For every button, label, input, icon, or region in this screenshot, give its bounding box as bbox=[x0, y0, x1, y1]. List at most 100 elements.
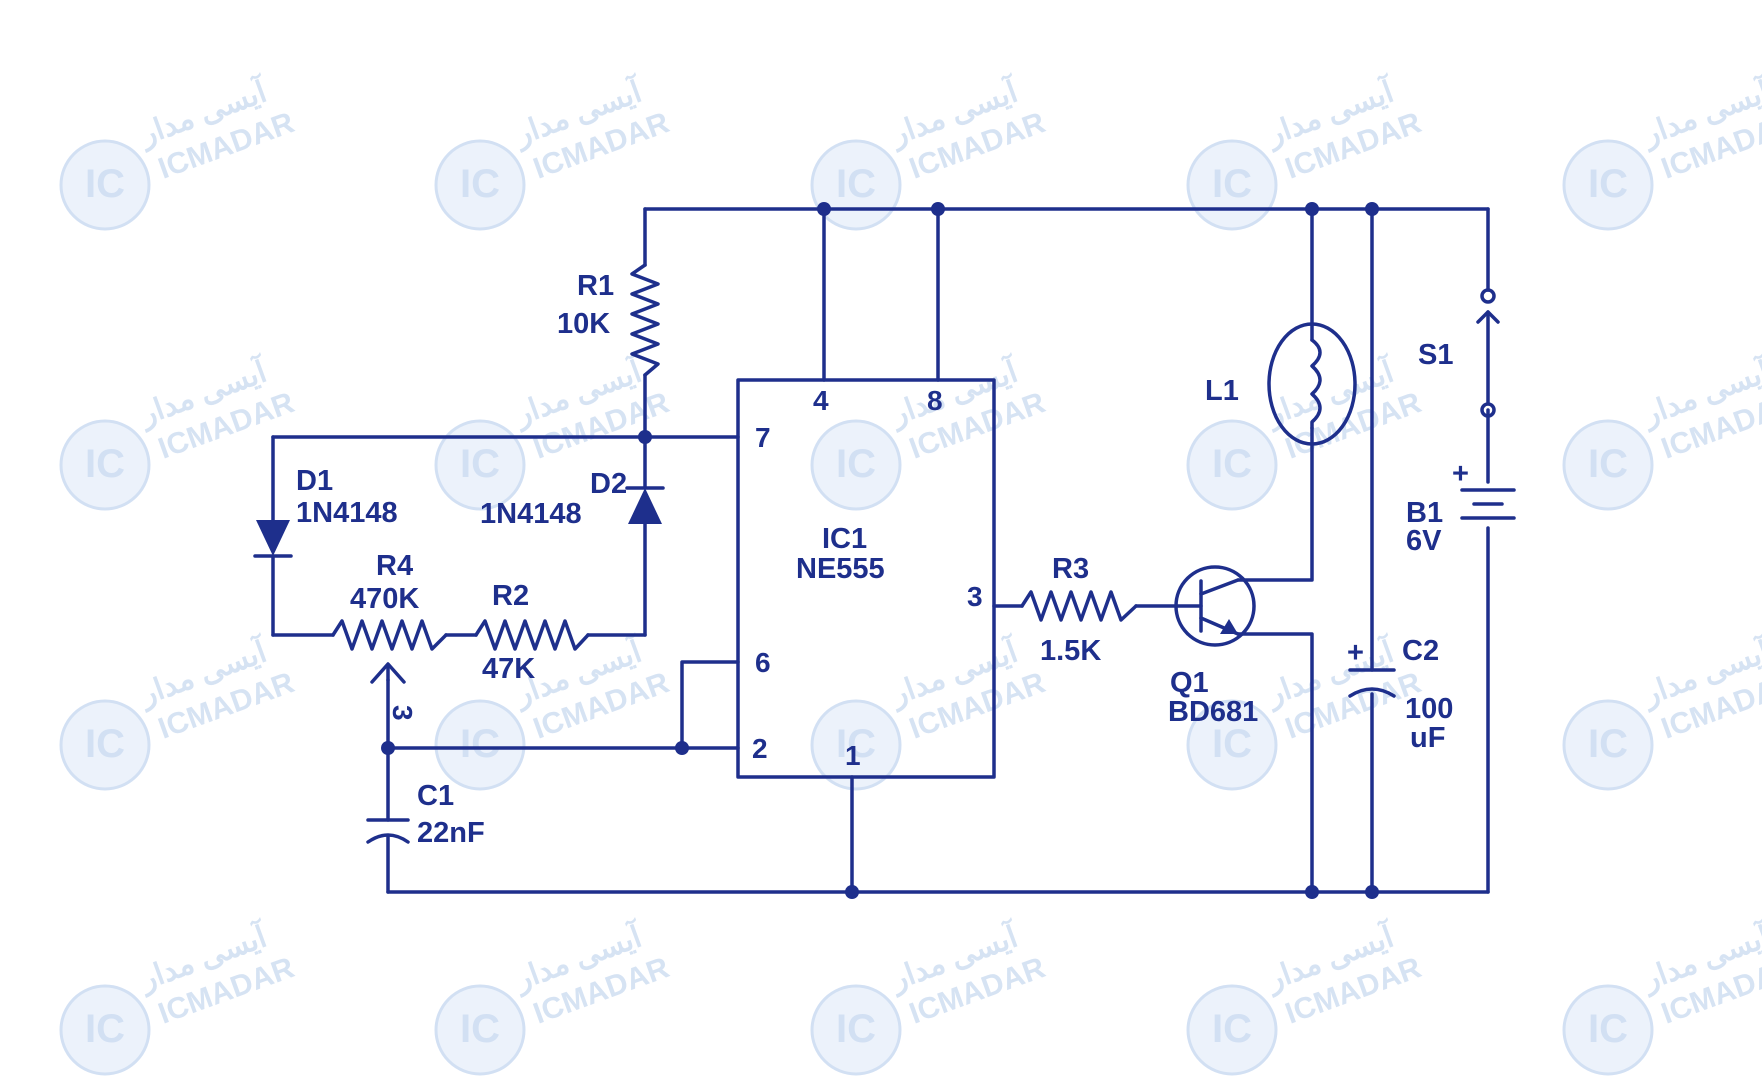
junction-dot bbox=[931, 202, 945, 216]
r4-ref: R4 bbox=[376, 550, 413, 582]
r3-value: 1.5K bbox=[1040, 635, 1101, 667]
svg-text:IC: IC bbox=[1212, 162, 1252, 206]
svg-text:IC: IC bbox=[85, 442, 125, 486]
r3-ref: R3 bbox=[1052, 553, 1089, 585]
wire-lamp-collector bbox=[1236, 426, 1314, 582]
ic1-pin-4: 4 bbox=[813, 385, 829, 416]
svg-text:IC: IC bbox=[1588, 722, 1628, 766]
c2-value-number: 100 bbox=[1405, 693, 1453, 725]
b1-battery-symbol bbox=[1460, 488, 1516, 520]
svg-text:IC: IC bbox=[836, 162, 876, 206]
ic1-pin-2: 2 bbox=[752, 733, 768, 764]
r3-resistor-symbol bbox=[1020, 590, 1138, 622]
junction-dot bbox=[817, 202, 831, 216]
wires bbox=[271, 207, 1490, 894]
svg-text:IC: IC bbox=[85, 162, 125, 206]
d1-value: 1N4148 bbox=[296, 497, 398, 529]
d2-value: 1N4148 bbox=[480, 498, 582, 530]
junction-dot bbox=[381, 741, 395, 755]
svg-text:IC: IC bbox=[836, 722, 876, 766]
d1-ref: D1 bbox=[296, 465, 333, 497]
d2-diode-symbol bbox=[625, 486, 665, 524]
q1-value: BD681 bbox=[1168, 696, 1258, 728]
d1-diode-symbol bbox=[253, 520, 293, 558]
c2-polarity: + bbox=[1347, 637, 1364, 669]
junction-dot bbox=[1305, 202, 1319, 216]
b1-value: 6V bbox=[1406, 525, 1442, 557]
r2-value: 47K bbox=[482, 653, 535, 685]
svg-text:IC: IC bbox=[85, 1007, 125, 1051]
svg-text:IC: IC bbox=[460, 162, 500, 206]
ic1-ref: IC1 bbox=[822, 523, 867, 555]
svg-text:IC: IC bbox=[1212, 1007, 1252, 1051]
svg-text:IC: IC bbox=[836, 442, 876, 486]
svg-text:IC: IC bbox=[85, 722, 125, 766]
r4-value: 470K bbox=[350, 583, 419, 615]
b1-polarity: + bbox=[1452, 458, 1469, 490]
junction-dot bbox=[675, 741, 689, 755]
q1-ref: Q1 bbox=[1170, 667, 1209, 699]
junction-dot bbox=[1305, 885, 1319, 899]
c2-capacitor-symbol bbox=[1348, 668, 1396, 698]
r4-potentiometer-symbol bbox=[331, 619, 448, 651]
r2-ref: R2 bbox=[492, 580, 529, 612]
ic1-ne555-body bbox=[736, 378, 996, 779]
r4-wiper-arrow bbox=[370, 662, 406, 684]
c1-capacitor-symbol bbox=[366, 818, 410, 844]
junctions bbox=[381, 202, 1379, 899]
ic1-pin-1: 1 bbox=[845, 740, 861, 771]
svg-text:IC: IC bbox=[1588, 1007, 1628, 1051]
c2-value-unit: uF bbox=[1410, 722, 1445, 754]
wire-emitter bbox=[1236, 632, 1314, 894]
r1-ref: R1 bbox=[577, 270, 614, 302]
l1-ref: L1 bbox=[1205, 375, 1239, 407]
junction-dot bbox=[845, 885, 859, 899]
wire-pin6 bbox=[680, 660, 740, 750]
junction-dot bbox=[1365, 202, 1379, 216]
r1-resistor-symbol bbox=[630, 263, 660, 377]
c1-ref: C1 bbox=[417, 780, 454, 812]
ic1-pin-6: 6 bbox=[755, 647, 771, 678]
svg-text:IC: IC bbox=[1212, 722, 1252, 766]
r4-wiper-label: 3 bbox=[387, 705, 418, 721]
svg-text:IC: IC bbox=[460, 1007, 500, 1051]
c2-ref: C2 bbox=[1402, 635, 1439, 667]
ic1-pin-8: 8 bbox=[927, 385, 943, 416]
svg-text:IC: IC bbox=[460, 722, 500, 766]
b1-ref: B1 bbox=[1406, 497, 1443, 529]
ic1-pin-7: 7 bbox=[755, 422, 771, 453]
svg-text:IC: IC bbox=[1212, 442, 1252, 486]
s1-switch-symbol bbox=[1476, 288, 1500, 418]
ic1-pin-3: 3 bbox=[967, 581, 983, 612]
junction-dot bbox=[1365, 885, 1379, 899]
svg-text:IC: IC bbox=[460, 442, 500, 486]
d2-ref: D2 bbox=[590, 468, 627, 500]
junction-dot bbox=[638, 430, 652, 444]
svg-text:IC: IC bbox=[836, 1007, 876, 1051]
r2-resistor-symbol bbox=[474, 619, 590, 651]
q1-npn-transistor-symbol bbox=[1174, 565, 1256, 647]
r1-value: 10K bbox=[557, 308, 610, 340]
ic1-value: NE555 bbox=[796, 553, 885, 585]
svg-text:IC: IC bbox=[1588, 442, 1628, 486]
c1-value: 22nF bbox=[417, 817, 485, 849]
svg-text:IC: IC bbox=[1588, 162, 1628, 206]
